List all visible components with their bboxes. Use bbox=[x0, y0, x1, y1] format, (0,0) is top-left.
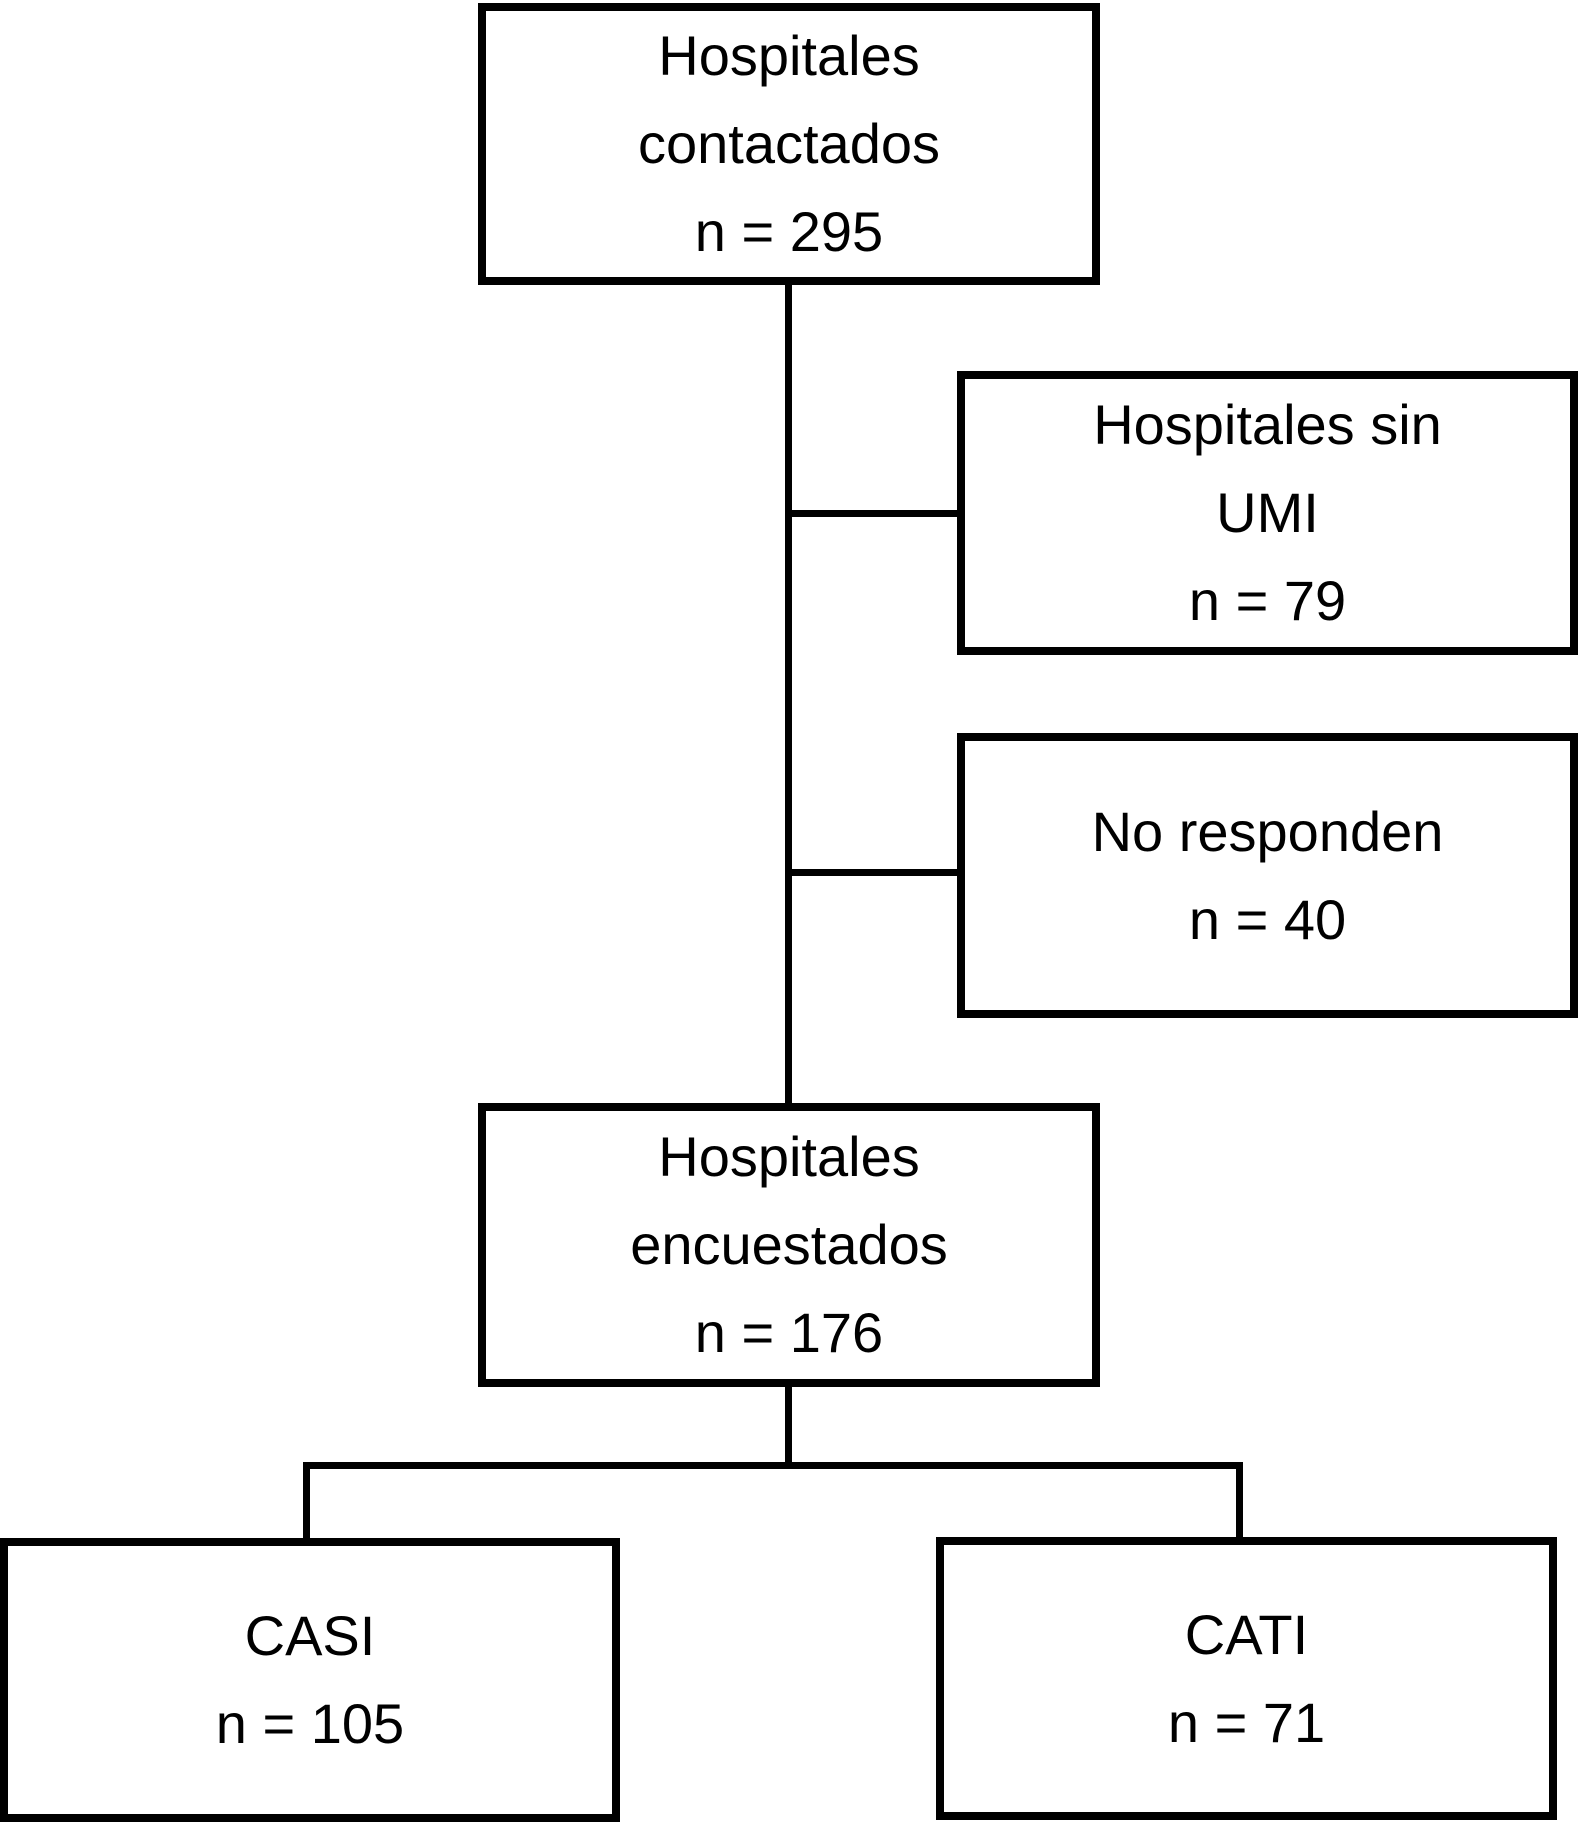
connector-encuestados-down bbox=[785, 1387, 792, 1465]
node-n-value: n = 176 bbox=[694, 1301, 884, 1364]
connector-branch-sin-umi bbox=[788, 510, 957, 517]
node-label: Hospitales contactados bbox=[638, 24, 940, 175]
node-label: CATI bbox=[1184, 1602, 1309, 1666]
node-label: Hospitales sin UMI bbox=[1093, 393, 1442, 544]
node-label: No responden bbox=[1091, 799, 1444, 863]
node-n-value: n = 71 bbox=[1167, 1690, 1326, 1754]
connector-branch-no-responden bbox=[788, 869, 957, 876]
node-cati: CATI n = 71 bbox=[936, 1537, 1557, 1820]
connector-split-horizontal bbox=[303, 1462, 1243, 1469]
node-no-responden: No responden n = 40 bbox=[957, 733, 1578, 1018]
connector-main-vertical bbox=[785, 285, 792, 1103]
node-label: CASI bbox=[244, 1604, 376, 1667]
node-label: Hospitales encuestados bbox=[630, 1125, 948, 1276]
node-n-value: n = 79 bbox=[1188, 569, 1347, 632]
node-casi: CASI n = 105 bbox=[0, 1538, 620, 1822]
node-n-value: n = 295 bbox=[694, 200, 884, 263]
node-hospitales-contactados: Hospitales contactados n = 295 bbox=[478, 3, 1100, 285]
node-hospitales-encuestados: Hospitales encuestados n = 176 bbox=[478, 1103, 1100, 1387]
node-n-value: n = 40 bbox=[1188, 887, 1347, 951]
node-n-value: n = 105 bbox=[215, 1692, 405, 1755]
connector-drop-casi bbox=[303, 1462, 310, 1538]
node-hospitales-sin-umi: Hospitales sin UMI n = 79 bbox=[957, 371, 1578, 655]
connector-drop-cati bbox=[1236, 1462, 1243, 1537]
